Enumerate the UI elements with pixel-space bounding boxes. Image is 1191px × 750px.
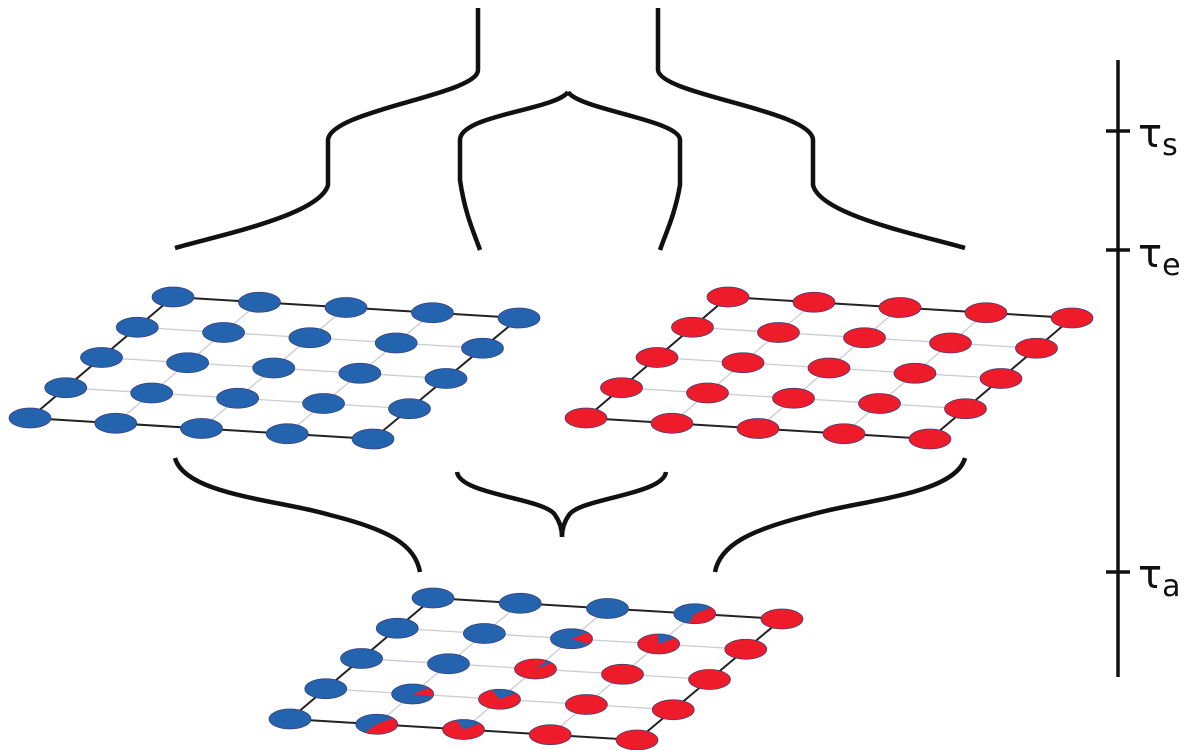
left-lattice-site xyxy=(374,332,418,354)
left-lattice-site xyxy=(115,316,159,338)
right-lattice-site xyxy=(736,418,780,439)
split-bracket-right xyxy=(655,8,966,251)
bottom-lattice-site xyxy=(550,628,593,650)
bottom-lattice-site xyxy=(673,603,717,625)
lattice-right-red xyxy=(564,286,1094,450)
bottom-lattice-site xyxy=(615,729,659,750)
right-lattice-site xyxy=(686,382,729,404)
right-lattice-site xyxy=(1015,337,1058,359)
left-lattice-site xyxy=(265,423,309,445)
left-lattice-site xyxy=(202,322,245,343)
bottom-lattice-site xyxy=(760,608,804,630)
left-lattice-site xyxy=(8,407,52,429)
left-lattice-site xyxy=(44,377,88,399)
left-lattice-site xyxy=(302,393,345,414)
left-lattice-site xyxy=(497,307,541,329)
split-bracket-center xyxy=(457,90,683,251)
right-lattice-site xyxy=(757,322,800,343)
lattice-bottom-mixed xyxy=(268,587,804,750)
left-lattice-site xyxy=(94,412,138,434)
split-brackets xyxy=(174,8,966,251)
right-lattice-site xyxy=(600,377,643,399)
left-lattice-site xyxy=(351,428,395,450)
right-lattice-site xyxy=(929,332,972,354)
right-lattice-site xyxy=(893,362,937,384)
bottom-lattice-site xyxy=(514,658,557,680)
left-lattice-site xyxy=(238,291,281,313)
split-bracket-left xyxy=(174,8,481,251)
bottom-lattice-site xyxy=(478,688,521,710)
bottom-lattice-site xyxy=(637,633,681,655)
bottom-lattice-site xyxy=(564,694,608,715)
bottom-lattice-site xyxy=(427,653,470,675)
right-lattice-site xyxy=(721,352,765,374)
bottom-lattice-site xyxy=(601,663,644,685)
bottom-lattice-site xyxy=(340,648,383,669)
bottom-lattice-site xyxy=(391,683,435,705)
right-lattice-site xyxy=(650,412,694,434)
right-lattice-site xyxy=(792,291,836,313)
left-lattice-site xyxy=(80,347,123,368)
bottom-lattice-site xyxy=(528,724,572,746)
bottom-lattice-site xyxy=(586,598,629,619)
right-lattice-site xyxy=(564,407,608,429)
merge-brackets xyxy=(172,457,968,573)
left-lattice-site xyxy=(288,327,332,349)
bottom-lattice-site xyxy=(355,713,399,735)
bottom-lattice-site xyxy=(462,623,506,644)
bottom-lattice-site xyxy=(724,638,768,660)
left-lattice-site xyxy=(424,368,468,389)
bottom-lattice-site xyxy=(651,699,695,721)
left-lattice-site xyxy=(252,357,296,379)
left-lattice-site xyxy=(411,302,454,324)
left-lattice-site xyxy=(166,352,210,374)
right-lattice-site xyxy=(878,297,922,318)
left-lattice-site xyxy=(461,337,504,359)
right-lattice-site xyxy=(908,428,952,450)
right-lattice-site xyxy=(772,387,815,409)
right-lattice-site xyxy=(979,368,1023,389)
bottom-lattice-site xyxy=(688,669,731,690)
left-lattice-site xyxy=(180,418,223,439)
right-lattice-site xyxy=(944,398,987,420)
bottom-lattice-site xyxy=(268,708,312,730)
timeline-label-e: τe xyxy=(1138,231,1181,283)
left-lattice-site xyxy=(388,398,431,420)
right-lattice-site xyxy=(671,316,714,338)
timeline-label-s: τs xyxy=(1138,111,1178,163)
merge-bracket-right xyxy=(712,457,968,573)
lattice-left-blue xyxy=(8,286,541,450)
left-lattice-site xyxy=(216,387,260,409)
right-lattice-site xyxy=(1050,307,1094,329)
bottom-lattice-site xyxy=(442,719,485,740)
left-lattice-site xyxy=(324,297,368,318)
right-lattice-site xyxy=(858,393,901,414)
bottom-lattice-site xyxy=(411,587,455,609)
timeline-axis: τs τe τa xyxy=(1106,60,1181,677)
left-lattice-site xyxy=(130,382,174,404)
timeline-label-a: τa xyxy=(1138,552,1180,604)
right-lattice-site xyxy=(843,327,886,349)
merge-bracket-center xyxy=(454,471,669,538)
right-lattice-site xyxy=(635,347,679,368)
right-lattice-site xyxy=(706,286,750,308)
right-lattice-site xyxy=(822,423,866,445)
merge-bracket-left xyxy=(172,457,423,573)
bottom-lattice-site xyxy=(375,617,419,639)
bottom-lattice-site xyxy=(498,592,542,614)
left-lattice-site xyxy=(151,286,195,308)
right-lattice-site xyxy=(807,357,851,379)
bottom-lattice-site xyxy=(304,678,348,700)
right-lattice-site xyxy=(964,302,1008,324)
left-lattice-site xyxy=(338,362,382,384)
